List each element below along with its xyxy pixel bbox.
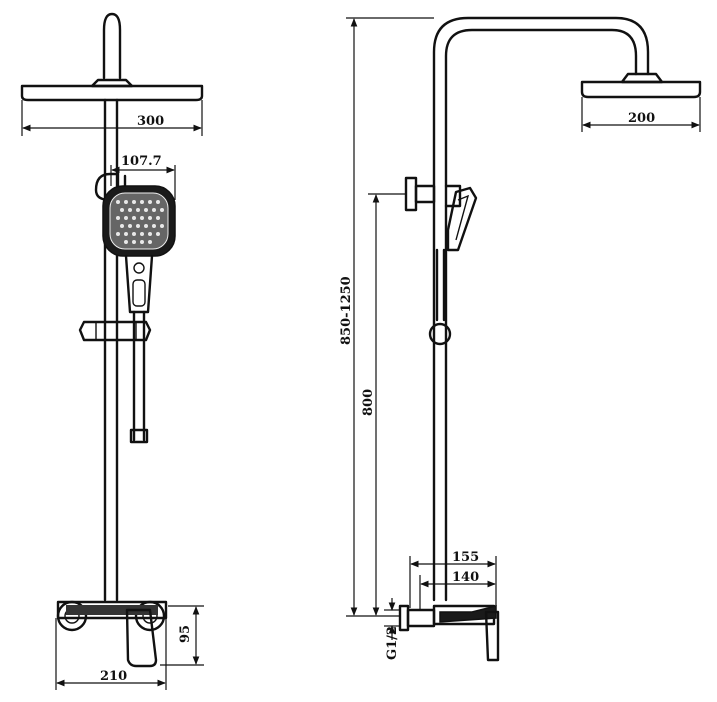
side-mixer — [398, 604, 500, 662]
label-850-1250: 850-1250 — [339, 276, 354, 345]
label-140: 140 — [452, 570, 479, 585]
dimension-mixer-depth-inner: 140 — [419, 570, 496, 610]
front-slide-bracket — [78, 320, 152, 342]
side-shower-head — [580, 80, 702, 99]
dimension-total-height: 850-1250 — [339, 17, 434, 617]
side-view: 200 850-1250 — [339, 16, 702, 662]
side-hand-shower — [446, 186, 478, 252]
front-mixer — [56, 600, 168, 668]
spray-nozzles — [116, 200, 164, 244]
label-107-7: 107.7 — [121, 154, 162, 169]
dimension-inlet-thread: G1/2 — [384, 598, 400, 660]
dimension-slide-height: 800 — [361, 193, 406, 616]
dimension-handset-offset: 107.7 — [110, 154, 176, 200]
side-riser-inner — [444, 28, 638, 602]
front-view: 300 107.7 — [20, 12, 204, 690]
label-210: 210 — [100, 669, 127, 684]
label-g1-2: G1/2 — [385, 626, 400, 660]
dimension-head-width-side: 200 — [581, 97, 701, 132]
dimension-mixer-width: 210 — [55, 618, 167, 690]
label-95: 95 — [178, 625, 193, 643]
front-hose-nut — [129, 428, 149, 444]
label-800: 800 — [361, 389, 376, 416]
side-riser-outer — [432, 16, 650, 602]
label-155: 155 — [452, 550, 479, 565]
side-wall-plate — [404, 176, 418, 212]
dimension-head-width-front: 300 — [21, 100, 203, 136]
dimension-mixer-depth-outer: 155 — [409, 550, 497, 608]
side-wall-bracket — [414, 184, 436, 204]
dimension-mixer-height: 95 — [160, 605, 204, 666]
label-200: 200 — [628, 111, 655, 126]
front-arm-hook — [102, 12, 122, 80]
front-hand-shower — [102, 185, 176, 314]
side-slide-knob — [428, 322, 452, 346]
label-300: 300 — [137, 114, 164, 129]
front-shower-head — [20, 84, 204, 102]
